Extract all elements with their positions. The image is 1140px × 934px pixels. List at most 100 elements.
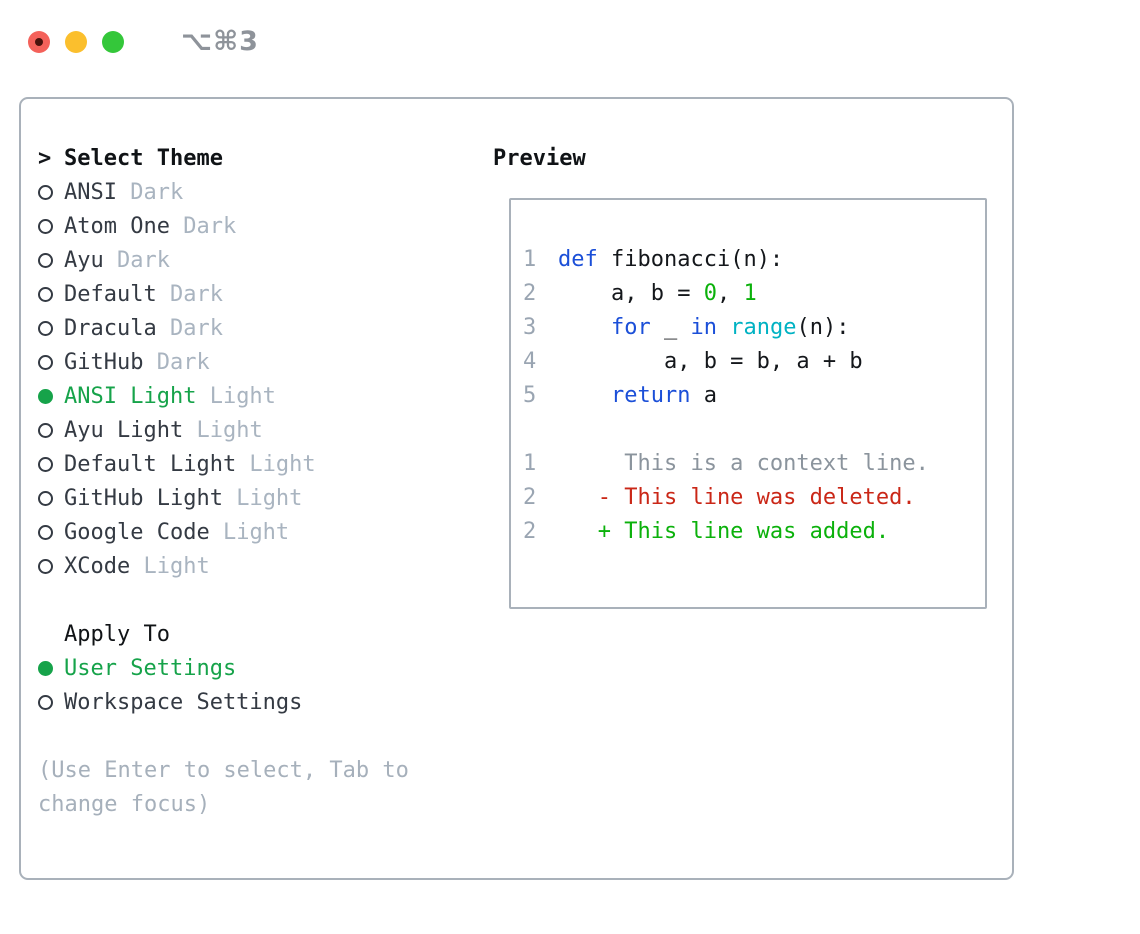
theme-variant-badge: Light — [222, 485, 303, 511]
theme-option[interactable]: ANSI Light Light — [38, 379, 488, 413]
code-token-number: 1 — [743, 280, 757, 306]
radio-circle — [38, 388, 53, 404]
theme-option[interactable]: Google Code Light — [38, 515, 488, 549]
code-token-plain: a, b = b, a + b — [558, 348, 863, 374]
theme-name: XCode — [64, 553, 131, 579]
diff-text: + This line was added. — [558, 518, 890, 544]
radio-circle — [38, 456, 53, 472]
theme-variant-badge: Dark — [103, 247, 170, 273]
radio-icon — [38, 685, 64, 719]
theme-name: GitHub Light — [64, 485, 223, 511]
zoom-button[interactable] — [102, 30, 124, 53]
theme-variant-badge: Light — [130, 553, 210, 579]
window-shortcut-label: ⌥⌘3 — [181, 26, 259, 57]
titlebar: ⌥⌘3 — [28, 26, 259, 57]
theme-option[interactable]: Default Light Light — [38, 447, 488, 481]
code-token-plain — [558, 383, 611, 408]
radio-icon — [38, 243, 64, 277]
selected-radio-icon — [38, 379, 64, 413]
code-line: 4 a, b = b, a + b — [523, 344, 985, 378]
select-theme-header: >Select Theme — [38, 141, 488, 175]
line-number: 2 — [523, 280, 537, 306]
line-number: 2 — [523, 518, 537, 544]
preview-title: Preview — [493, 145, 586, 171]
code-token-plain: _ — [650, 314, 691, 340]
theme-option[interactable]: Ayu Light Light — [38, 413, 488, 447]
radio-circle — [38, 422, 53, 438]
spacer — [523, 412, 985, 446]
radio-icon — [38, 515, 64, 549]
radio-circle — [38, 660, 53, 676]
code-token-keyword: def — [558, 246, 598, 272]
code-line: 1 def fibonacci(n): — [523, 242, 985, 276]
radio-circle — [38, 252, 53, 268]
theme-name: GitHub — [64, 349, 144, 375]
minimize-button[interactable] — [65, 30, 87, 53]
theme-option[interactable]: Default Dark — [38, 277, 488, 311]
apply-option-label: Workspace Settings — [64, 689, 303, 715]
theme-option[interactable]: Atom One Dark — [38, 209, 488, 243]
code-text: def fibonacci(n): — [558, 247, 783, 272]
line-number: 5 — [523, 382, 537, 408]
radio-icon — [38, 277, 64, 311]
theme-option[interactable]: XCode Light — [38, 549, 488, 583]
radio-icon — [38, 209, 64, 243]
close-button-dot — [35, 37, 43, 46]
radio-circle — [38, 558, 53, 574]
theme-variant-badge: Dark — [156, 315, 223, 341]
theme-option[interactable]: Dracula Dark — [38, 311, 488, 345]
hint-text: (Use Enter to select, Tab to — [38, 757, 409, 783]
code-line: 3 for _ in range(n): — [523, 310, 985, 344]
theme-option[interactable]: GitHub Light Light — [38, 481, 488, 515]
theme-name: ANSI Light — [64, 383, 197, 409]
code-token-function: range — [730, 314, 797, 340]
spacer — [38, 583, 488, 617]
code-line: 5 return a — [523, 378, 985, 412]
spacer — [38, 719, 488, 753]
select-theme-title: Select Theme — [64, 145, 223, 171]
diff-text: - This line was deleted. — [558, 484, 916, 510]
radio-icon — [38, 447, 64, 481]
theme-name: Default Light — [64, 451, 237, 477]
line-number: 3 — [523, 314, 537, 340]
theme-variant-badge: Dark — [169, 213, 237, 239]
diff-text: This is a context line. — [558, 450, 929, 476]
diff-line-context: 1 This is a context line. — [523, 446, 985, 480]
radio-circle — [38, 354, 53, 370]
radio-icon — [38, 413, 64, 447]
code-text: a, b = 0, 1 — [558, 281, 757, 306]
close-button[interactable] — [28, 30, 50, 53]
code-token-plain: , — [716, 280, 744, 306]
theme-variant-badge: Dark — [156, 281, 223, 307]
diff-line-added: 2 + This line was added. — [523, 514, 985, 548]
theme-name: Dracula — [64, 315, 157, 341]
code-token-plain: a, b = — [558, 280, 704, 306]
radio-circle — [38, 184, 53, 200]
radio-icon — [38, 481, 64, 515]
theme-option[interactable]: GitHub Dark — [38, 345, 488, 379]
theme-name: Ayu — [64, 247, 104, 273]
radio-circle — [38, 490, 53, 506]
radio-circle — [38, 218, 53, 234]
theme-name: ANSI — [64, 179, 117, 205]
apply-to-header: Apply To — [38, 617, 488, 651]
preview-box: 1 def fibonacci(n): 2 a, b = 0, 1 3 for _ i… — [509, 198, 987, 609]
code-token-plain — [717, 315, 730, 340]
apply-option[interactable]: Workspace Settings — [38, 685, 488, 719]
radio-circle — [38, 694, 53, 710]
theme-variant-badge: Dark — [143, 349, 210, 375]
focus-caret: > — [38, 141, 64, 175]
code-token-plain — [558, 315, 611, 340]
code-token-keyword: in — [690, 314, 717, 340]
line-number: 1 — [523, 246, 537, 272]
code-token-plain: a — [690, 382, 717, 408]
theme-option[interactable]: Ayu Dark — [38, 243, 488, 277]
marker-empty — [38, 617, 64, 651]
theme-option[interactable]: ANSI Dark — [38, 175, 488, 209]
line-number: 2 — [523, 484, 537, 510]
line-number: 4 — [523, 348, 537, 374]
apply-option[interactable]: User Settings — [38, 651, 488, 685]
code-token-plain: (n): — [796, 314, 850, 340]
